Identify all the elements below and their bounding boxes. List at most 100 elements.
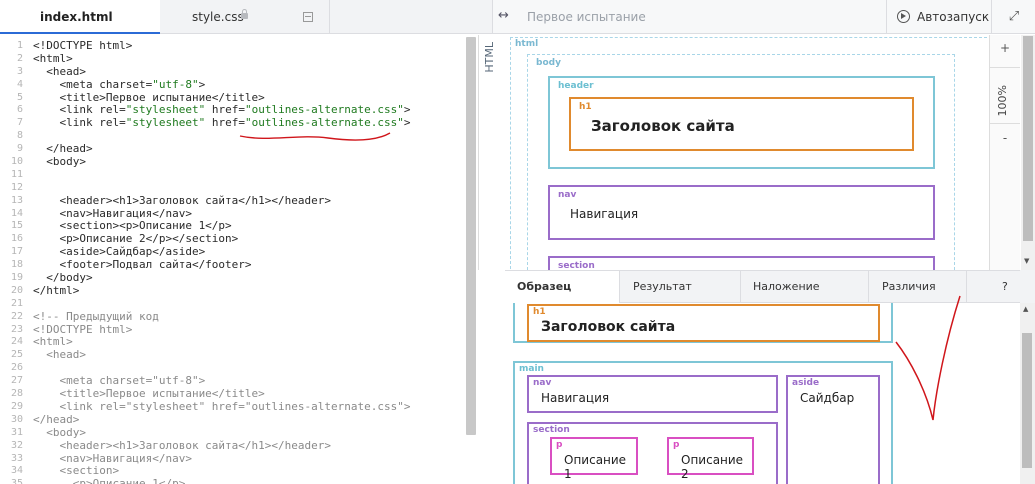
outline-html: html [510,37,987,269]
code-line[interactable]: <header><h1>Заголовок сайта</h1></header… [33,438,332,452]
outline-label-body: body [536,58,561,68]
line-number: 32 [10,439,23,451]
code-line[interactable]: <p>Описание 2</p></section> [33,232,239,246]
line-number: 29 [10,400,23,412]
tab-result[interactable]: Результат [620,271,741,303]
sample-p2-text: Описание 2 [681,453,744,481]
zoom-level: 100% [996,85,1009,117]
code-line[interactable]: <meta charset="utf-8"> [33,77,206,91]
code-line[interactable]: </head> [33,412,80,426]
code-line[interactable]: <title>Первое испытание</title> [33,387,265,401]
outline-body: body [527,54,955,270]
scrollbar-thumb[interactable] [1023,36,1033,241]
code-lines[interactable]: <!DOCTYPE html><html> <head> <meta chars… [33,39,462,484]
collapse-panel-icon[interactable] [303,12,313,22]
scrollbar-thumb[interactable] [1022,333,1032,468]
lock-icon [241,9,248,19]
tab-style-css[interactable]: style.css [160,0,330,34]
sample-label-p2: p [673,440,680,450]
sample-scrollbar[interactable]: ▲ [1020,303,1035,484]
line-number: 28 [10,388,23,400]
expand-icon[interactable]: ⤢ [991,0,1035,34]
line-number: 27 [10,375,23,387]
code-line[interactable]: <link rel="stylesheet" href="outlines-al… [33,116,411,130]
sample-outline-main: main [513,361,893,484]
outline-label-h1: h1 [579,102,592,112]
outline-nav: nav Навигация [548,185,935,240]
code-line[interactable]: <head> [33,348,86,362]
tab-sample[interactable]: Образец [505,271,620,303]
scroll-down-arrow-icon[interactable]: ▼ [1024,257,1030,265]
autorun-button[interactable]: Автозапуск [886,0,991,34]
line-number: 31 [10,426,23,438]
outline-label-html: html [515,39,539,49]
sample-outline-aside: aside Сайдбар [786,375,880,484]
code-line[interactable]: <head> [33,64,86,78]
scroll-up-arrow-icon[interactable]: ▲ [1023,305,1029,313]
line-number: 20 [10,284,23,296]
code-line[interactable]: <!DOCTYPE html> [33,322,133,336]
line-number: 9 [16,143,23,155]
sample-outline-nav: nav Навигация [527,375,778,413]
zoom-divider [990,123,1020,124]
line-number: 26 [10,362,23,374]
code-line[interactable]: <section><p>Описание 1</p> [33,219,232,233]
bottom-tabs: Образец Результат Наложение Различия ? [505,270,1020,303]
code-line[interactable]: <body> [33,425,86,439]
code-line[interactable]: </body> [33,271,93,285]
code-line[interactable]: <section> [33,464,120,478]
autorun-label: Автозапуск [917,10,990,24]
code-line[interactable]: <nav>Навигация</nav> [33,206,192,220]
editor-tabs: index.html style.css [0,0,492,34]
line-number: 3 [16,65,23,77]
line-number: 7 [16,117,23,129]
line-number: 12 [10,181,23,193]
tab-overlay[interactable]: Наложение [741,271,869,303]
sample-outline-p1: p Описание 1 [550,437,638,481]
code-line[interactable]: <link rel="stylesheet" href="outlines-al… [33,399,411,413]
code-line[interactable]: <!-- Предыдущий код [33,309,159,323]
swap-panels-icon[interactable]: ↔ [498,8,509,23]
code-line[interactable] [33,169,462,182]
bottom-tabs-filler [1020,270,1035,303]
tab-index-html[interactable]: index.html [0,0,160,34]
red-checkmark-annotation [895,295,961,421]
code-line[interactable]: <aside>Сайдбар</aside> [33,245,206,259]
code-line[interactable]: </html> [33,283,80,297]
sample-outline-section: section [527,422,778,484]
code-line[interactable]: <meta charset="utf-8"> [33,374,206,388]
code-line[interactable]: <html> [33,51,73,65]
code-line[interactable]: <body> [33,155,86,169]
zoom-controls: + 100% - [989,35,1020,270]
code-line[interactable]: </head> [33,142,93,156]
help-button[interactable]: ? [1002,280,1008,293]
code-line[interactable]: <!DOCTYPE html> [33,39,133,52]
line-number: 35 [10,478,23,484]
code-line[interactable] [33,182,462,195]
sample-label-main: main [519,364,544,374]
code-line[interactable]: <link rel="stylesheet" href="outlines-al… [33,103,411,117]
code-line[interactable]: <nav>Навигация</nav> [33,451,192,465]
code-line[interactable]: <header><h1>Заголовок сайта</h1></header… [33,193,332,207]
zoom-out-button[interactable]: - [1002,131,1008,145]
code-line[interactable]: <title>Первое испытание</title> [33,90,265,104]
line-number: 10 [10,156,23,168]
preview-scrollbar[interactable]: ▼ [1021,35,1035,270]
line-number: 21 [10,297,23,309]
editor-scrollbar[interactable] [466,37,476,435]
line-number: 18 [10,259,23,271]
sample-label-aside: aside [792,378,820,388]
sample-outline-h1: h1 Заголовок сайта [527,304,880,342]
sample-h1-text: Заголовок сайта [541,319,676,335]
red-underline-annotation [239,132,391,141]
preview-title: Первое испытание [527,10,646,24]
line-number: 30 [10,413,23,425]
code-line[interactable]: <p>Описание 1</p> [33,477,186,484]
code-line[interactable]: <footer>Подвал сайта</footer> [33,258,252,272]
zoom-in-button[interactable]: + [999,41,1011,55]
sample-label-h1: h1 [533,307,546,317]
tab-differences[interactable]: Различия [869,271,967,303]
code-line[interactable]: <html> [33,335,73,349]
